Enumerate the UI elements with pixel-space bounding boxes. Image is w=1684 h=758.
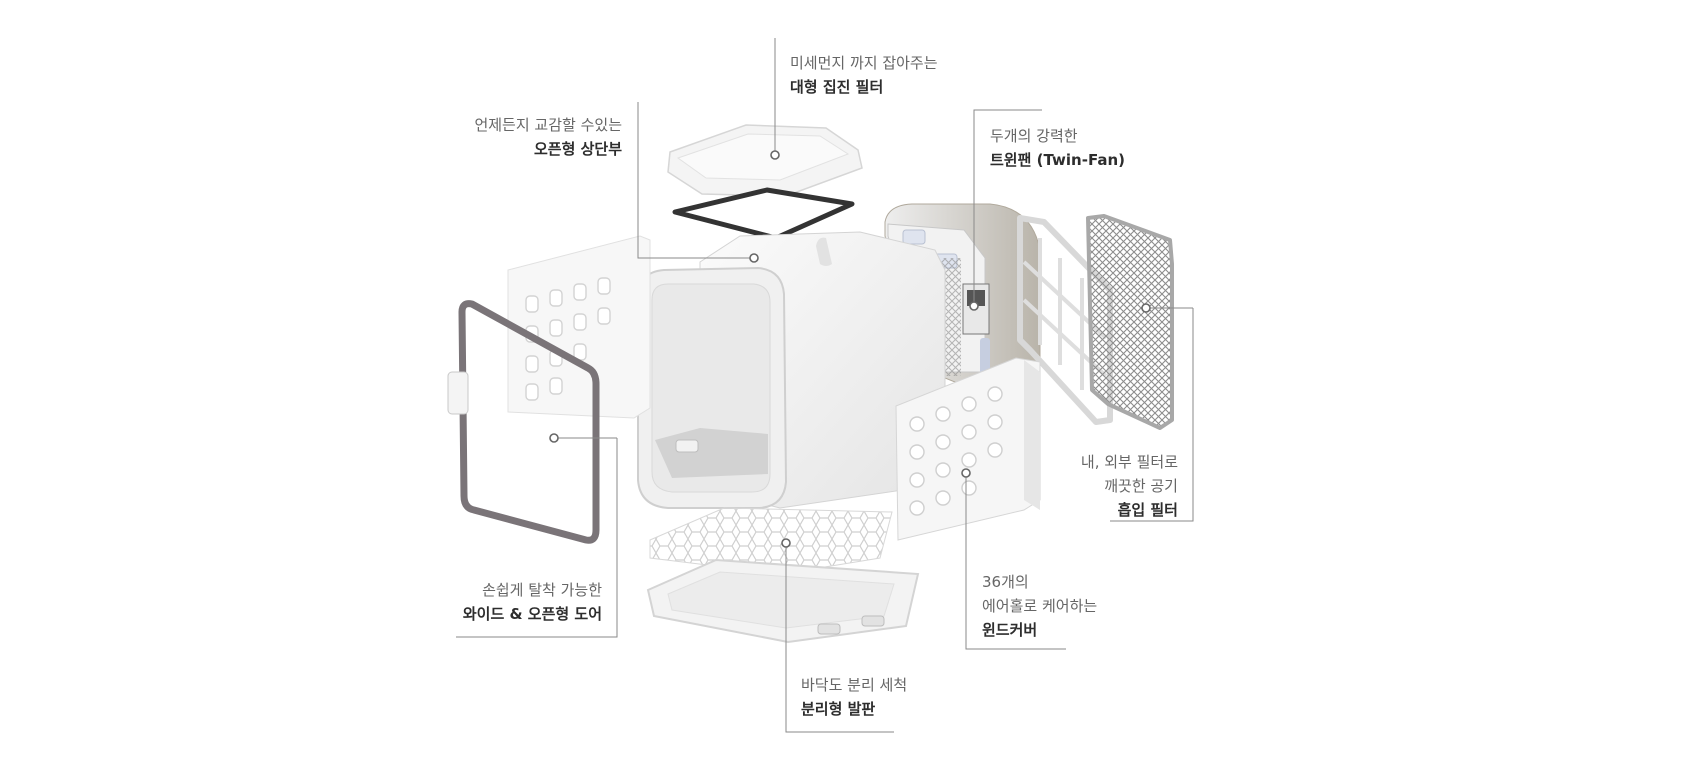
- callout-title: 오픈형 상단부: [533, 140, 622, 158]
- intake-mesh-filter: [1086, 214, 1174, 430]
- leader-lines: [456, 38, 1194, 733]
- door-frame: [447, 300, 600, 544]
- callout-sub: 바닥도 분리 세척: [801, 676, 908, 694]
- callout-twin-fan: 두개의 강력한 트윈팬 (Twin-Fan): [990, 124, 1125, 172]
- callout-title: 와이드 & 오픈형 도어: [462, 605, 602, 623]
- floor-mat: [649, 507, 893, 575]
- callout-sub: 언제든지 교감할 수있는: [474, 116, 622, 134]
- top-lid: [667, 124, 863, 197]
- callout-sub: 깨끗한 공기: [1104, 477, 1178, 495]
- callout-door: 손쉽게 탈착 가능한 와이드 & 오픈형 도어: [430, 578, 602, 626]
- callout-title: 트윈팬 (Twin-Fan): [990, 151, 1125, 169]
- leader-dots: [549, 150, 1151, 548]
- intake-grid-frame: [1017, 215, 1113, 425]
- callout-sub: 손쉽게 탈착 가능한: [482, 581, 602, 599]
- callout-sub: 내, 외부 필터로: [1080, 453, 1178, 471]
- callout-dust-filter: 미세먼지 까지 잡아주는 대형 집진 필터: [790, 51, 938, 99]
- callout-intake-filter: 내, 외부 필터로 깨끗한 공기 흡입 필터: [1046, 450, 1178, 522]
- callout-sub: 두개의 강력한: [990, 127, 1078, 145]
- callout-title: 윈드커버: [982, 621, 1038, 639]
- callout-title: 분리형 발판: [801, 700, 876, 718]
- dust-filter: [672, 187, 855, 241]
- bottom-tray: [646, 558, 920, 644]
- left-side-panel: [507, 235, 651, 419]
- callout-sub: 에어홀로 케어하는: [982, 597, 1098, 615]
- callout-wind-cover: 36개의 에어홀로 케어하는 윈드커버: [982, 570, 1097, 642]
- callout-sub: 미세먼지 까지 잡아주는: [790, 54, 938, 72]
- wind-cover: [895, 357, 1041, 541]
- callout-title: 흡입 필터: [1117, 501, 1178, 519]
- callout-sub: 36개의: [982, 573, 1029, 591]
- callout-open-top: 언제든지 교감할 수있는 오픈형 상단부: [440, 113, 622, 161]
- main-body: [637, 231, 946, 509]
- callout-floor: 바닥도 분리 세척 분리형 발판: [801, 673, 907, 721]
- callout-title: 대형 집진 필터: [790, 78, 884, 96]
